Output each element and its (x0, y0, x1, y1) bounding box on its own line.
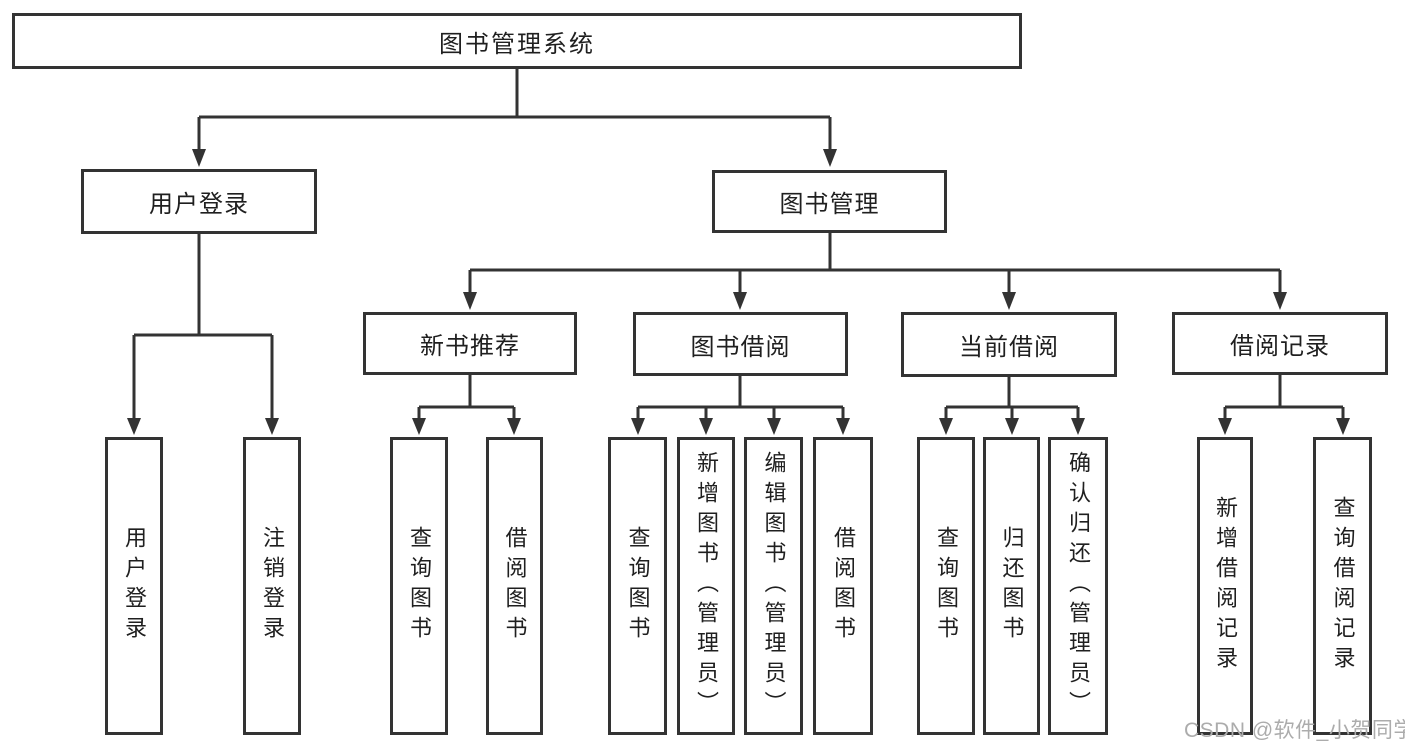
leaf-user-login-label: 用户登录 (122, 526, 147, 646)
leaf-add-borrow-record: 新增借阅记录 (1197, 437, 1253, 735)
node-borrow-records-label: 借阅记录 (1230, 333, 1330, 360)
leaf-logout-login-label: 注销登录 (260, 526, 285, 646)
leaf-query-books-borrow-label: 查询图书 (625, 526, 651, 646)
leaf-return-books: 归还图书 (983, 437, 1040, 735)
node-book-management: 图书管理 (712, 170, 947, 233)
leaf-edit-books-admin-label: 编辑图书（管理员） (761, 451, 787, 721)
node-book-borrow-label: 图书借阅 (690, 333, 791, 361)
leaf-return-books-label: 归还图书 (999, 526, 1025, 646)
node-root-system: 图书管理系统 (12, 13, 1022, 69)
leaf-query-books-recommend-label: 查询图书 (407, 526, 432, 646)
leaf-query-books-current: 查询图书 (917, 437, 975, 735)
leaf-borrow-books-borrow: 借阅图书 (813, 437, 873, 735)
leaf-query-books-borrow: 查询图书 (608, 437, 667, 735)
connector-book-borrow-branch (631, 375, 850, 435)
leaf-confirm-return-admin: 确认归还（管理员） (1048, 437, 1108, 735)
node-new-book-recommend-label: 新书推荐 (420, 333, 520, 360)
csdn-watermark: CSDN @软件_小贺同学 (1184, 719, 1405, 742)
leaf-borrow-books-recommend: 借阅图书 (486, 437, 543, 735)
node-user-login: 用户登录 (81, 169, 317, 234)
node-book-management-label: 图书管理 (779, 191, 880, 218)
leaf-borrow-books-recommend-label: 借阅图书 (502, 526, 528, 646)
node-root-system-label: 图书管理系统 (439, 30, 595, 58)
connector-book-management-branch (463, 233, 1287, 310)
node-borrow-records: 借阅记录 (1172, 312, 1388, 375)
leaf-add-books-admin: 新增图书（管理员） (677, 437, 735, 735)
leaf-query-books-current-label: 查询图书 (934, 526, 959, 646)
node-user-login-label: 用户登录 (149, 191, 249, 218)
leaf-add-books-admin-label: 新增图书（管理员） (694, 451, 719, 721)
leaf-logout-login: 注销登录 (243, 437, 301, 735)
leaf-add-borrow-record-label: 新增借阅记录 (1213, 496, 1238, 676)
leaf-edit-books-admin: 编辑图书（管理员） (744, 437, 803, 735)
leaf-user-login: 用户登录 (105, 437, 163, 735)
connector-current-borrow-branch (939, 377, 1085, 435)
connector-new-book-branch (412, 375, 521, 435)
leaf-borrow-books-borrow-label: 借阅图书 (831, 526, 856, 646)
connector-user-login-branch (127, 234, 279, 435)
leaf-confirm-return-admin-label: 确认归还（管理员） (1066, 451, 1091, 721)
node-book-borrow: 图书借阅 (633, 312, 848, 376)
leaf-query-borrow-record: 查询借阅记录 (1313, 437, 1372, 735)
node-current-borrow: 当前借阅 (901, 312, 1117, 377)
connector-borrow-records-branch (1218, 375, 1350, 435)
leaf-query-borrow-record-label: 查询借阅记录 (1330, 496, 1356, 676)
node-new-book-recommend: 新书推荐 (363, 312, 577, 375)
leaf-query-books-recommend: 查询图书 (390, 437, 448, 735)
node-current-borrow-label: 当前借阅 (959, 334, 1059, 361)
connector-root-to-level2 (192, 69, 837, 167)
